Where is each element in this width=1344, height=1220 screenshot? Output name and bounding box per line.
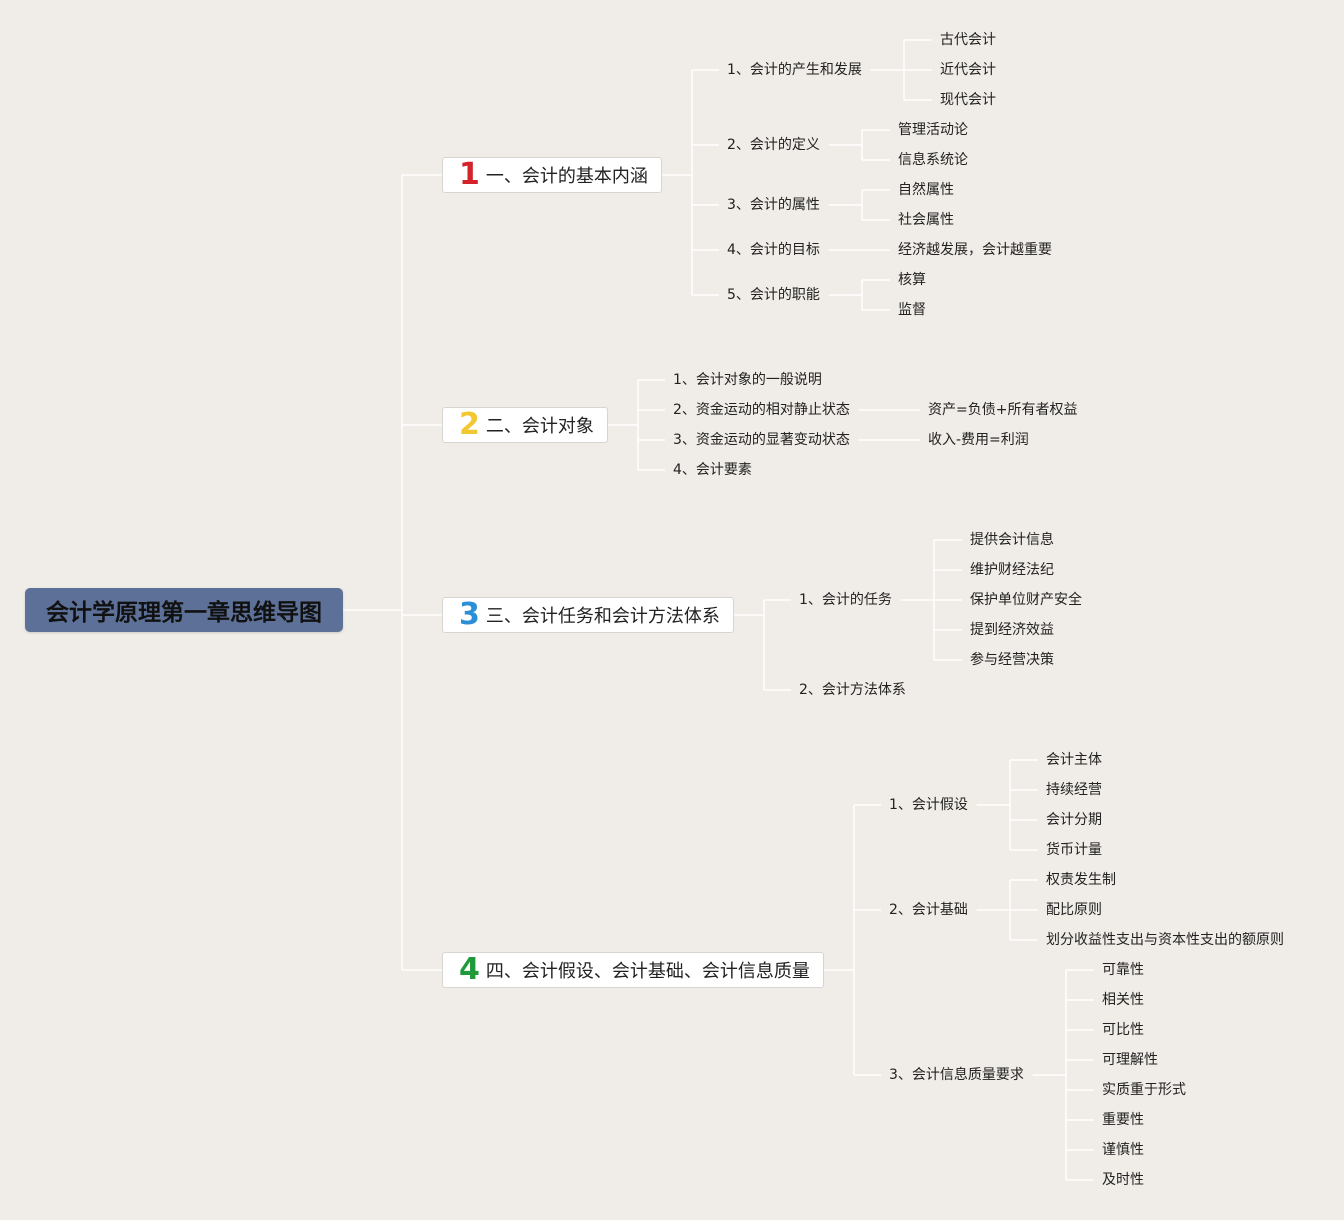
leaf-topic[interactable]: 会计主体	[1046, 752, 1102, 768]
leaf-topic[interactable]: 提供会计信息	[970, 532, 1054, 548]
leaf-topic[interactable]: 提到经济效益	[970, 622, 1054, 638]
subtopic[interactable]: 1、会计对象的一般说明	[673, 372, 822, 388]
branch-label: 二、会计对象	[485, 416, 594, 437]
leaf-topic[interactable]: 权责发生制	[1046, 872, 1116, 888]
leaf-topic[interactable]: 古代会计	[940, 32, 996, 48]
leaf-topic[interactable]: 会计分期	[1046, 812, 1102, 828]
leaf-topic[interactable]: 配比原则	[1046, 902, 1102, 918]
leaf-topic[interactable]: 社会属性	[898, 212, 954, 228]
subtopic[interactable]: 1、会计假设	[889, 797, 968, 813]
leaf-topic[interactable]: 管理活动论	[898, 122, 968, 138]
leaf-topic[interactable]: 相关性	[1102, 992, 1144, 1008]
branch-label: 三、会计任务和会计方法体系	[485, 606, 720, 627]
subtopic[interactable]: 1、会计的任务	[799, 592, 892, 608]
leaf-topic[interactable]: 持续经营	[1046, 782, 1102, 798]
leaf-topic[interactable]: 现代会计	[940, 92, 996, 108]
subtopic[interactable]: 3、会计的属性	[727, 197, 820, 213]
root-topic[interactable]: 会计学原理第一章思维导图	[25, 588, 343, 632]
leaf-topic[interactable]: 及时性	[1102, 1172, 1144, 1188]
subtopic[interactable]: 2、会计方法体系	[799, 682, 906, 698]
subtopic[interactable]: 2、会计基础	[889, 902, 968, 918]
leaf-topic[interactable]: 维护财经法纪	[970, 562, 1054, 578]
leaf-topic[interactable]: 货币计量	[1046, 842, 1102, 858]
subtopic[interactable]: 2、资金运动的相对静止状态	[673, 402, 850, 418]
leaf-topic[interactable]: 可理解性	[1102, 1052, 1158, 1068]
leaf-topic[interactable]: 信息系统论	[898, 152, 968, 168]
subtopic[interactable]: 4、会计的目标	[727, 242, 820, 258]
leaf-topic[interactable]: 重要性	[1102, 1112, 1144, 1128]
leaf-topic[interactable]: 核算	[898, 272, 926, 288]
branch-number-icon: 3	[459, 597, 480, 632]
leaf-topic[interactable]: 可比性	[1102, 1022, 1144, 1038]
leaf-topic[interactable]: 谨慎性	[1102, 1142, 1144, 1158]
subtopic[interactable]: 3、会计信息质量要求	[889, 1067, 1024, 1083]
leaf-topic[interactable]: 参与经营决策	[970, 652, 1054, 668]
branch-label: 四、会计假设、会计基础、会计信息质量	[485, 961, 810, 982]
subtopic[interactable]: 2、会计的定义	[727, 137, 820, 153]
branch-label: 一、会计的基本内涵	[485, 166, 648, 187]
subtopic[interactable]: 5、会计的职能	[727, 287, 820, 303]
leaf-topic[interactable]: 经济越发展，会计越重要	[898, 242, 1052, 258]
branch-number-icon: 2	[459, 407, 480, 442]
subtopic[interactable]: 1、会计的产生和发展	[727, 62, 862, 78]
leaf-topic[interactable]: 自然属性	[898, 182, 954, 198]
leaf-topic[interactable]: 近代会计	[940, 62, 996, 78]
subtopic[interactable]: 4、会计要素	[673, 462, 752, 478]
leaf-topic[interactable]: 保护单位财产安全	[970, 592, 1082, 608]
branch-number-icon: 1	[459, 157, 480, 192]
leaf-topic[interactable]: 资产=负债+所有者权益	[928, 402, 1078, 418]
leaf-topic[interactable]: 可靠性	[1102, 962, 1144, 978]
subtopic[interactable]: 3、资金运动的显著变动状态	[673, 432, 850, 448]
leaf-topic[interactable]: 实质重于形式	[1102, 1082, 1186, 1098]
leaf-topic[interactable]: 划分收益性支出与资本性支出的额原则	[1046, 932, 1284, 948]
leaf-topic[interactable]: 监督	[898, 302, 926, 318]
leaf-topic[interactable]: 收入-费用=利润	[928, 432, 1029, 448]
branch-number-icon: 4	[459, 952, 480, 987]
